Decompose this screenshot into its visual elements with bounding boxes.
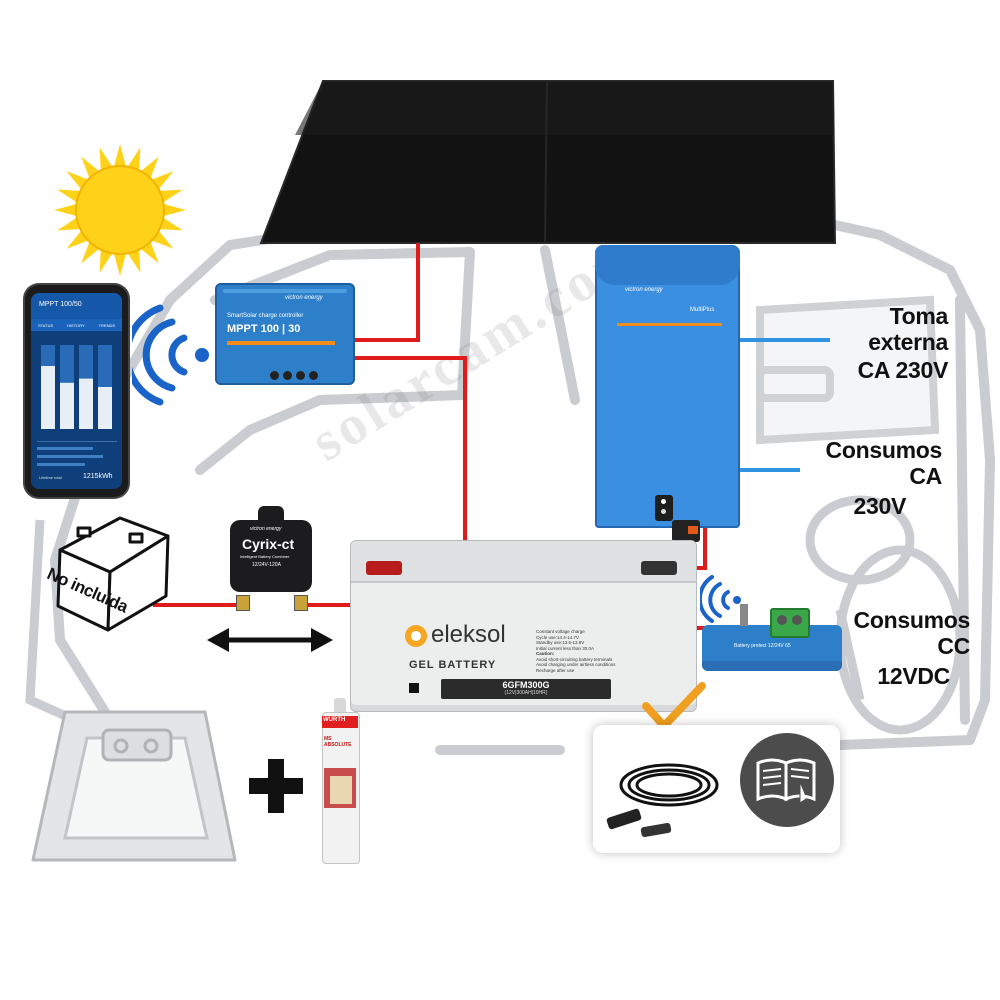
battery-spec-line: Initial current less than 30.0A: [536, 645, 595, 651]
battery-spec-line: Standby use:13.5-13.8V: [536, 640, 585, 645]
solar-cable-icon: [606, 763, 719, 838]
app-bar: [98, 387, 112, 429]
sun-ray: [54, 203, 80, 217]
phone-screen: MPPT 100/50 STATUS HISTORY TRENDS Lifeti…: [31, 293, 122, 489]
app-footer-label: Lifetime total: [39, 475, 62, 480]
controller-orange-stripe: [227, 341, 335, 345]
label-dc-loads: Consumos CC 12VDC: [832, 607, 971, 689]
battery-spec-line: Recharge after use: [536, 667, 575, 673]
app-bar: [41, 366, 55, 429]
combiner-brand: victron energy: [250, 526, 282, 532]
label-dc-loads-line1: Consumos CC: [853, 607, 971, 659]
controller-model: MPPT 100 | 30: [227, 323, 301, 335]
inverter-brand: victron energy: [625, 287, 663, 293]
app-bar: [60, 382, 74, 429]
wifi-signal-icon: [700, 575, 741, 623]
inverter-model: MultiPlus: [690, 307, 715, 313]
eleksol-logo-icon: [405, 625, 427, 647]
inverter-status-panel: [655, 495, 673, 521]
sealant-brand: WÜRTH: [323, 717, 346, 723]
gel-battery: eleksol GEL BATTERY 6GFM300G (12V|300AH|…: [350, 540, 697, 712]
combiner-model: Cyrix-ct: [242, 536, 295, 552]
battery-combiner: victron energy Cyrix-ct Intelligent Batt…: [230, 506, 312, 592]
battery-negative-terminal: [641, 561, 677, 575]
combiner-subtitle: Intelligent Battery Combiner: [240, 554, 290, 559]
sun-ray: [160, 203, 186, 217]
battery-protect-label: Battery protect 12/24V 65: [734, 643, 791, 649]
battery-positive-terminal: [366, 561, 402, 575]
combiner-rating: 12/24V-120A: [252, 562, 281, 568]
controller-subtitle: SmartSolar charge controller: [227, 313, 304, 319]
combiner-terminal: [294, 595, 308, 611]
controller-terminals: [270, 371, 320, 383]
smartphone: MPPT 100/50 STATUS HISTORY TRENDS Lifeti…: [25, 285, 128, 497]
label-ac-loads-line1: Consumos CA: [825, 437, 943, 489]
battery-spec-line: Avoid charging under airtless conditions: [536, 662, 616, 667]
wifi-signal-icon: [132, 304, 209, 406]
label-external-inlet: Toma externa CA 230V: [808, 303, 949, 383]
inverter-orange-stripe: [617, 323, 722, 326]
roof-mount-kit: [31, 710, 237, 862]
label-external-inlet-line1: Toma externa: [868, 303, 948, 355]
sealant-tube: WÜRTH MS ABSOLUTE: [318, 698, 362, 868]
inverter-charger: victron energy MultiPlus: [595, 245, 740, 528]
accessories-card: [593, 725, 840, 853]
inverter-terminal: [672, 520, 700, 542]
controller-brand: victron energy: [285, 295, 323, 301]
mppt-charge-controller: victron energy SmartSolar charge control…: [215, 283, 355, 385]
battery-type: GEL BATTERY: [409, 659, 497, 671]
app-tab[interactable]: HISTORY: [67, 322, 85, 328]
battery-spec-line: Avoid short-circuiting battery terminals: [536, 656, 613, 662]
app-tabs: STATUS HISTORY TRENDS: [31, 319, 122, 331]
label-dc-loads-line2: 12VDC: [877, 663, 950, 689]
plus-icon: [249, 759, 303, 813]
app-title: MPPT 100/50: [39, 301, 82, 308]
battery-protect-stud: [740, 604, 748, 626]
combiner-terminal: [236, 595, 250, 611]
label-ac-loads: Consumos CA 230V: [806, 437, 943, 519]
battery-model-plate: 6GFM300G (12V|300AH|10HR): [441, 679, 611, 699]
app-stats: [37, 441, 117, 470]
battery-spec-list: Constant voltage charge Cycle use:14.4-1…: [536, 629, 686, 673]
battery-brand: eleksol: [431, 621, 506, 648]
sun-icon: [54, 144, 186, 276]
app-bar-chart: [37, 341, 117, 433]
battery-spec: (12V|300AH|10HR): [504, 690, 548, 696]
battery-sticker: [409, 683, 419, 693]
label-external-inlet-line2: CA 230V: [857, 357, 949, 383]
sun-ray: [113, 250, 127, 276]
solar-panel: [259, 80, 837, 244]
app-footer-value: 1215kWh: [83, 473, 113, 480]
manual-icon: [740, 733, 834, 827]
battery-model: 6GFM300G: [502, 680, 550, 690]
battery-spec-line: Constant voltage charge: [536, 629, 585, 634]
label-ac-loads-line2: 230V: [853, 493, 906, 519]
app-bar: [79, 378, 93, 429]
app-tab[interactable]: TRENDS: [98, 322, 116, 328]
double-arrow-icon: [207, 628, 333, 652]
app-tab[interactable]: STATUS: [37, 322, 54, 328]
starter-battery-sketch: [56, 516, 170, 632]
app-header: MPPT 100/50: [31, 293, 122, 319]
battery-protect-connector: [770, 608, 810, 638]
sun-ray: [113, 144, 127, 170]
battery-spec-line: Caution:: [536, 651, 555, 656]
sealant-product: MS ABSOLUTE: [324, 736, 352, 748]
battery-spec-line: Cycle use:14.4-14.7V: [536, 634, 580, 640]
